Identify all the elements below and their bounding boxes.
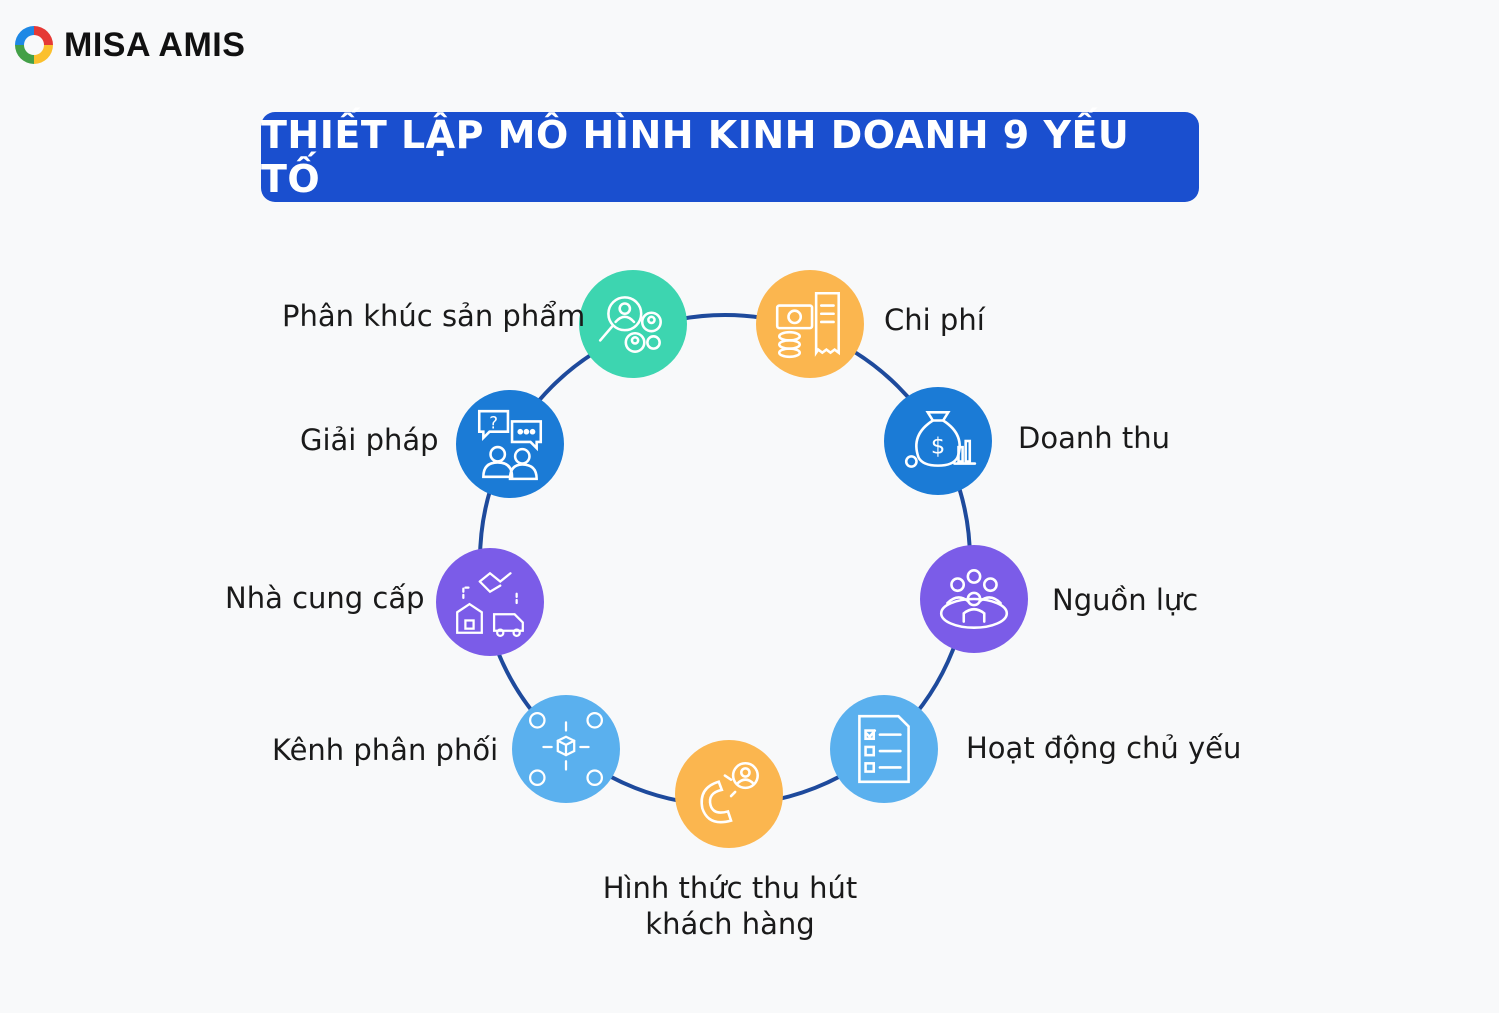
label-customer-attraction-line-2: khách hàng [645, 907, 815, 942]
chat-people-icon: ? [477, 409, 543, 481]
magnet-user-icon [700, 761, 759, 824]
svg-text:$: $ [931, 433, 945, 459]
money-bag-chart-icon: $ [904, 411, 977, 468]
label-market-segment: Phân khúc sản phẩm [282, 299, 586, 333]
node-customer-attraction [675, 740, 783, 848]
svg-text:?: ? [489, 414, 498, 433]
misa-logo-icon [15, 26, 53, 64]
brand-logo: MISA AMIS [12, 20, 245, 70]
label-customer-attraction-line-1: Hình thức thu hút [602, 871, 858, 905]
node-suppliers [436, 548, 544, 656]
node-costs [756, 270, 864, 378]
node-key-activities [830, 695, 938, 803]
node-resources [920, 545, 1028, 653]
label-key-activities: Hoạt động chủ yếu [966, 731, 1242, 765]
brand-name: MISA AMIS [64, 25, 246, 64]
team-icon [939, 569, 1009, 629]
label-solutions: Giải pháp [300, 423, 439, 457]
node-distribution-channel [512, 695, 620, 803]
money-receipt-icon [775, 291, 840, 359]
label-costs: Chi phí [884, 303, 985, 337]
magnifier-people-icon [598, 296, 662, 353]
checklist-icon [858, 714, 910, 784]
node-solutions: ? [456, 390, 564, 498]
label-distribution-channel: Kênh phân phối [272, 733, 499, 767]
label-suppliers: Nhà cung cấp [225, 581, 425, 615]
node-revenue: $ [884, 387, 992, 495]
label-resources: Nguồn lực [1052, 583, 1199, 617]
title-banner: THIẾT LẬP MÔ HÌNH KINH DOANH 9 YẾU TỐ [261, 112, 1199, 202]
handshake-truck-icon [456, 571, 524, 637]
page-title: THIẾT LẬP MÔ HÌNH KINH DOANH 9 YẾU TỐ [261, 113, 1130, 201]
label-revenue: Doanh thu [1018, 421, 1170, 455]
node-market-segment [579, 270, 687, 378]
distribution-globe-icon [528, 711, 604, 787]
